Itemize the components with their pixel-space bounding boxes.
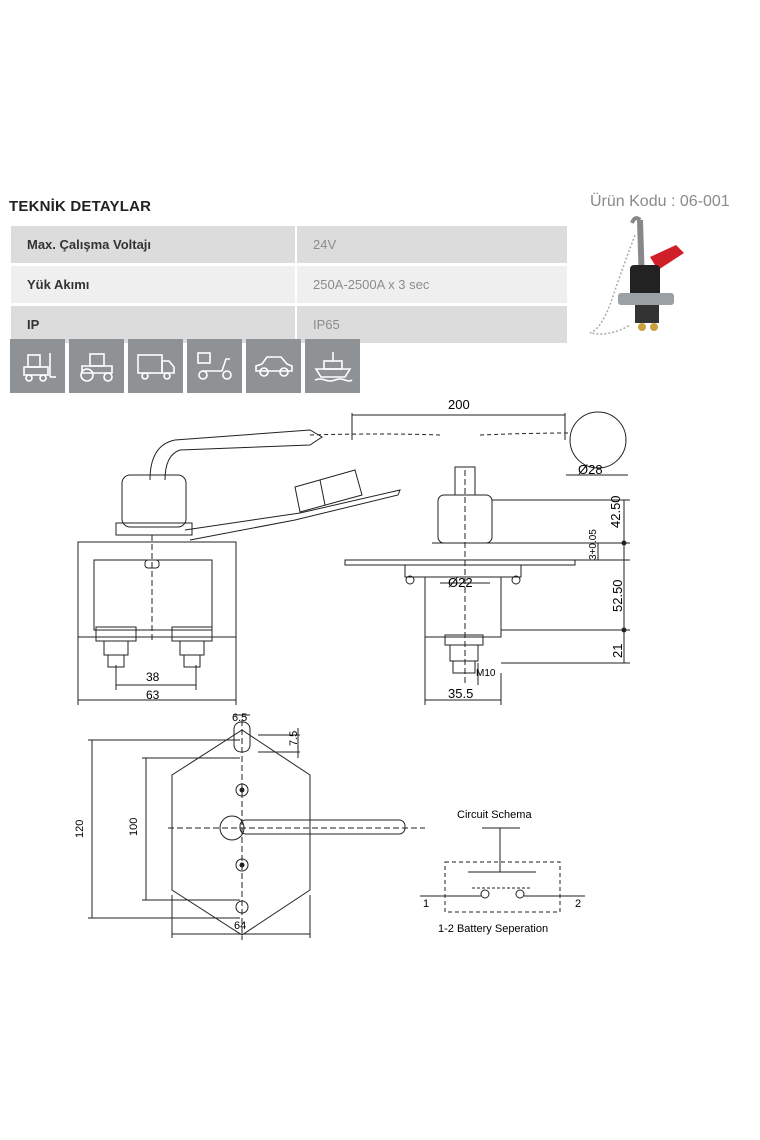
dim-38: 38 [146, 670, 160, 684]
dim-52-50: 52.50 [610, 579, 625, 612]
dim-63: 63 [146, 688, 160, 702]
dim-21: 21 [610, 643, 625, 658]
dim-100: 100 [128, 817, 140, 836]
dim-d22: Ø22 [448, 575, 473, 590]
truck-icon [128, 339, 183, 393]
dim-42-50: 42.50 [608, 495, 623, 528]
dim-120: 120 [74, 819, 86, 838]
spec-row: Yük Akımı 250A-2500A x 3 sec [11, 264, 567, 306]
dim-35-5: 35.5 [448, 686, 474, 701]
spec-label: Max. Çalışma Voltajı [11, 226, 296, 266]
circuit-pin-2: 2 [575, 898, 582, 910]
circuit-title: Circuit Schema [457, 809, 532, 821]
dim-6-5: 6.5 [232, 712, 248, 724]
dim-3: 3+0.05 [588, 529, 599, 560]
spec-table: Max. Çalışma Voltajı 24V Yük Akımı 250A-… [11, 226, 567, 346]
forklift-icon [10, 339, 65, 393]
section-title: TEKNİK DETAYLAR [9, 198, 152, 215]
spec-value: 24V [295, 226, 567, 266]
spec-label: Yük Akımı [11, 264, 296, 306]
technical-drawing-top [88, 714, 585, 940]
dim-m10: M10 [476, 668, 496, 679]
circuit-caption: 1-2 Battery Seperation [438, 923, 549, 935]
dim-200: 200 [448, 397, 470, 412]
dim-d28: Ø28 [578, 462, 603, 477]
ship-icon [305, 339, 360, 393]
circuit-pin-1: 1 [423, 898, 430, 910]
scooter-icon [187, 339, 242, 393]
spec-row: Max. Çalışma Voltajı 24V [11, 226, 567, 266]
dim-64: 64 [234, 920, 247, 932]
tractor-icon [69, 339, 124, 393]
dim-7-5: 7.5 [288, 730, 300, 746]
technical-drawing-side [77, 411, 630, 705]
vehicle-icon-bar [10, 339, 360, 393]
spec-value: 250A-2500A x 3 sec [295, 264, 567, 306]
car-icon [246, 339, 301, 393]
product-photo [589, 216, 684, 335]
product-code: Ürün Kodu : 06-001 [590, 193, 730, 210]
